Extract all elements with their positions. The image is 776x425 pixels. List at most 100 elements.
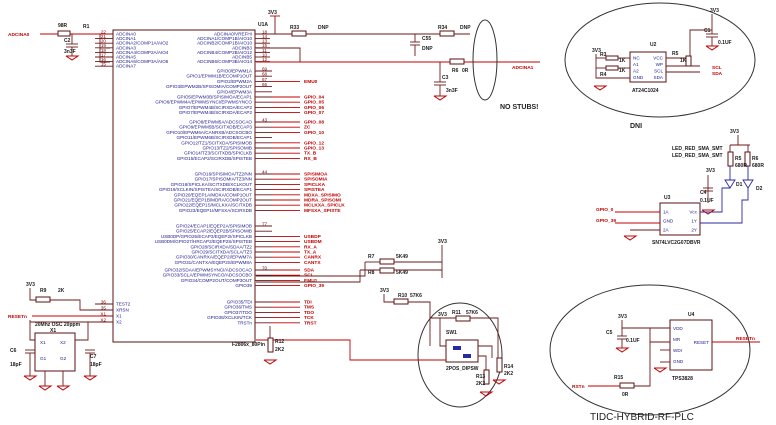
u1-gpio-pin-name: GPIO23/EQEP1I/MFSXA/SCIRXDB (179, 208, 252, 213)
u3-pin-name: 1A (663, 210, 670, 215)
r13-resistor (483, 369, 490, 385)
c2-ref: C2 (64, 38, 71, 44)
u1-gpio-net-label: TRST (304, 320, 317, 326)
u1-left-pin-name: ADCINA1 (116, 36, 136, 41)
adcina1-net: ADCINA1 (512, 65, 534, 71)
r12-resistor (267, 337, 274, 353)
x1-pin-x1: X1 (40, 340, 46, 345)
c7-ref: C7 (90, 354, 97, 360)
u2-pin-name: A1 (633, 62, 639, 67)
u1-gpio-pin-name: GPIO18/SPICLKA/SCITXDB/XCLKOUT (171, 182, 253, 187)
u1-lb-pin-num: 36 (101, 299, 107, 304)
u3-pin-name: Vcc (689, 210, 697, 215)
u1-gpio-pin-name: GPIO20/EQEP1A/MDXA/COMP1OUT (174, 192, 252, 197)
u3-pin-name: GND (663, 219, 674, 224)
u2-pin-name: SCL (654, 69, 663, 74)
u1-gpio-pin-name: GPIO24/ECAP1/EQEP2A/SPISIMOB (176, 224, 252, 229)
x1-ref: X1 (50, 328, 56, 334)
dnp3: DNP (460, 25, 471, 31)
r9-resistor (35, 296, 51, 303)
u1-gpio-net-label: USBDP (304, 234, 322, 240)
u4-pin-name: GND (673, 359, 684, 364)
u1-gpio-pin-name: GPIO30/CANRXA/EQEP2I/EPWM7A (176, 255, 253, 260)
u2-v33: 3V3 (592, 48, 601, 54)
u1-gpio-pin-num: 69 (262, 66, 268, 71)
u1-gpio-pin-name: GPIO19/XCLKIN/SPISTEA/SCIRXDB/ECAP1 (159, 187, 253, 192)
u1-gpio-pin-name: GPIO13/TZ2/SPISOMIB (202, 146, 252, 151)
u1-gpio-pin-name: GPIO3/EPWM2B/SPISOMIA/COMP2OUT (166, 84, 252, 89)
r3-ref: R3 (600, 52, 607, 58)
i2c-v33: 3V3 (438, 239, 447, 245)
u4-pin-name: WDI (673, 348, 682, 353)
u3-buffer-body (659, 202, 701, 236)
d1-ref: D1 (736, 182, 743, 188)
r15-ref: R15 (614, 375, 623, 381)
u1-lb-pin-num: X2 (100, 317, 106, 322)
u1-gpio-net-label: TX_B (304, 151, 317, 157)
u1-gpio-net-label: GPIO_10 (304, 130, 324, 136)
c55-ref: C55 (422, 36, 431, 42)
u1-left-pin-num: 22 (101, 29, 107, 34)
led1-part: LED_RED_SMA_SMT (672, 146, 723, 152)
r8-resistor (379, 267, 395, 274)
u1-gpio-net-label: MCLKXA_SPICLK (304, 203, 345, 209)
u1-gpio-net-label: RX_A (304, 244, 317, 250)
u1-part: F2806x_80Pin (232, 342, 265, 348)
u1-left-pin-num: 19 (101, 43, 107, 48)
u1-left-pin-name: ADCINA6/COMP3A/AIO6 (116, 59, 169, 64)
sw1-pos1 (453, 346, 461, 350)
u1-gpio-pin-name: GPIO12/TZ1/SCITXDA/SPISIMOB (181, 140, 252, 145)
u1-gpio-net-label: GPIO_05 (304, 100, 324, 106)
u1-right-pin-num: 12 (262, 57, 268, 62)
r5-led-resistor (727, 151, 734, 167)
r-led1-val: 680R (735, 163, 747, 169)
x1-pin-g1: G1 (40, 356, 47, 361)
u1-gpio-net-label: TMS (304, 305, 315, 311)
r15-val: 0R (622, 392, 629, 398)
r7-resistor (379, 258, 395, 265)
rst-n-net: RSTn (572, 384, 585, 390)
r5-val: 1K (680, 58, 687, 64)
u1-gpio-net-label: MDXA_SPISIMO (304, 192, 341, 198)
u1-gpio-net-label: GPIO_39 (304, 283, 324, 289)
r5-ref: R5 (672, 51, 679, 57)
r3-val: 1K (619, 58, 626, 64)
u1-gpio-pin-num: 43 (262, 117, 268, 122)
u1-gpio-net-label: USBDM (304, 239, 322, 245)
c1-val: 0.1UF (718, 40, 732, 46)
u1-left-pin-name: ADCINA3 (116, 45, 136, 50)
u1-right-pin-num: 10 (262, 52, 268, 57)
u1-gpio-pin-name: GPIO4/EPWM3A (217, 89, 253, 94)
boot-ellipse (417, 302, 503, 408)
c4-val: 0.1UF (700, 198, 714, 204)
r-led2-val: 680R (752, 163, 764, 169)
no-stubs-note: NO STUBS! (500, 104, 539, 111)
u1-gpio-pin-name: GPIO1/EPWM1B/ECOMP1OUT (186, 74, 252, 79)
c1-ref: C1 (704, 28, 711, 34)
u1-gpio-net-label: GPIO_04 (304, 95, 324, 101)
dnp2: DNP (422, 46, 433, 52)
u1-right-pin-name: ADCINB4/COMP2B/AIO12 (197, 50, 252, 55)
u1-gpio-pin-name: GPIO29/SCITXDA/SCLA/TZ3 (191, 250, 252, 255)
u2-pin-name: SDA (654, 75, 664, 80)
r11-resistor (455, 315, 471, 322)
r4-val: 1K (619, 68, 626, 74)
r14-resistor (496, 357, 503, 373)
u1-gpio-pin-name: GPIO33/SCLA/EPWMSYNCO/ADCSOCBO (163, 273, 253, 278)
r8-val: 5K49 (396, 270, 408, 276)
u1-lb-pin-name: X2 (116, 320, 122, 325)
u2-v33-top: 3V3 (710, 8, 719, 14)
u1-gpio-net-label: EMU1 (304, 278, 318, 284)
u1-gpio-pin-name: GPIO21/EQEP1B/MDRA/COMP2OUT (174, 198, 253, 203)
u1-gpio-pin-name: GPIO25/ECAP2/EQEP2B/SPISOMIB (176, 229, 252, 234)
reset-ellipse (549, 284, 751, 416)
rst-v33: 3V3 (26, 282, 35, 288)
u1-right-pin-name: ADCINB3 (232, 45, 252, 50)
u1-left-pin-name: ADCINA4/COMP2A/AIO4 (116, 50, 169, 55)
r1-resistor (57, 30, 71, 37)
u1-gpio-pin-name: GPIO9/EPWM5B/SCITXDB/ECAP3 (179, 125, 252, 130)
u1-gpio-pin-name: GPIO10/EPWM6A/CANRXB/ADCSOCBO (166, 130, 252, 135)
r7-ref: R7 (368, 254, 375, 260)
